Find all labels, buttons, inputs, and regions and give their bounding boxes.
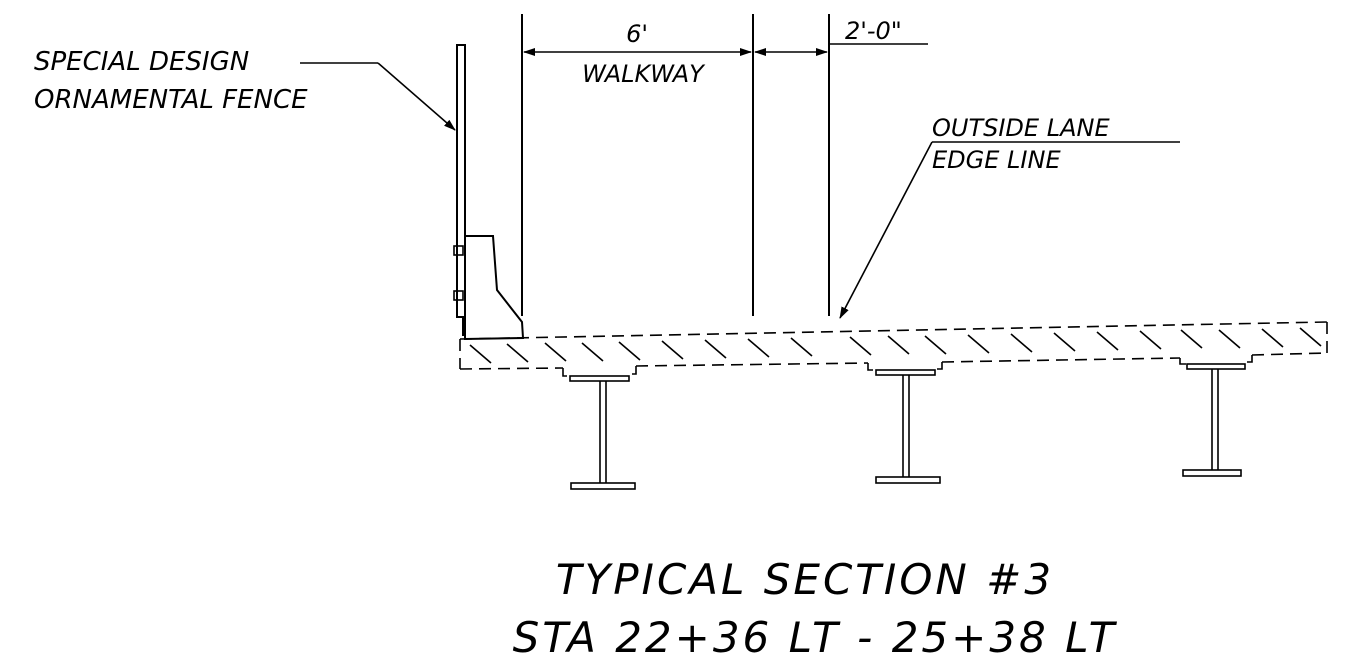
walkway-dimension: 6' — [626, 20, 648, 48]
lane-leader-arrow — [839, 141, 933, 319]
slab-hatching — [469, 327, 1322, 364]
ornamental-fence — [453, 44, 466, 336]
fence-label-line2: ORNAMENTAL FENCE — [34, 85, 308, 115]
deck-slab — [459, 321, 1328, 377]
steel-girder-1 — [569, 375, 636, 490]
lane-label-line1: OUTSIDE LANE — [932, 114, 1110, 142]
fence-leader-arrow — [377, 62, 456, 131]
dimension-lines — [521, 14, 928, 316]
steel-girder-3 — [1182, 363, 1246, 477]
section-title: TYPICAL SECTION #3 — [556, 555, 1054, 604]
barrier-curb — [464, 235, 525, 341]
steel-girder-2 — [875, 369, 941, 484]
lane-label-line2: EDGE LINE — [932, 146, 1061, 174]
walkway-label: WALKWAY — [582, 60, 706, 88]
offset-dimension: 2'-0" — [845, 17, 902, 45]
section-subtitle: STA 22+36 LT - 25+38 LT — [513, 613, 1118, 662]
fence-label-line1: SPECIAL DESIGN — [34, 47, 249, 77]
